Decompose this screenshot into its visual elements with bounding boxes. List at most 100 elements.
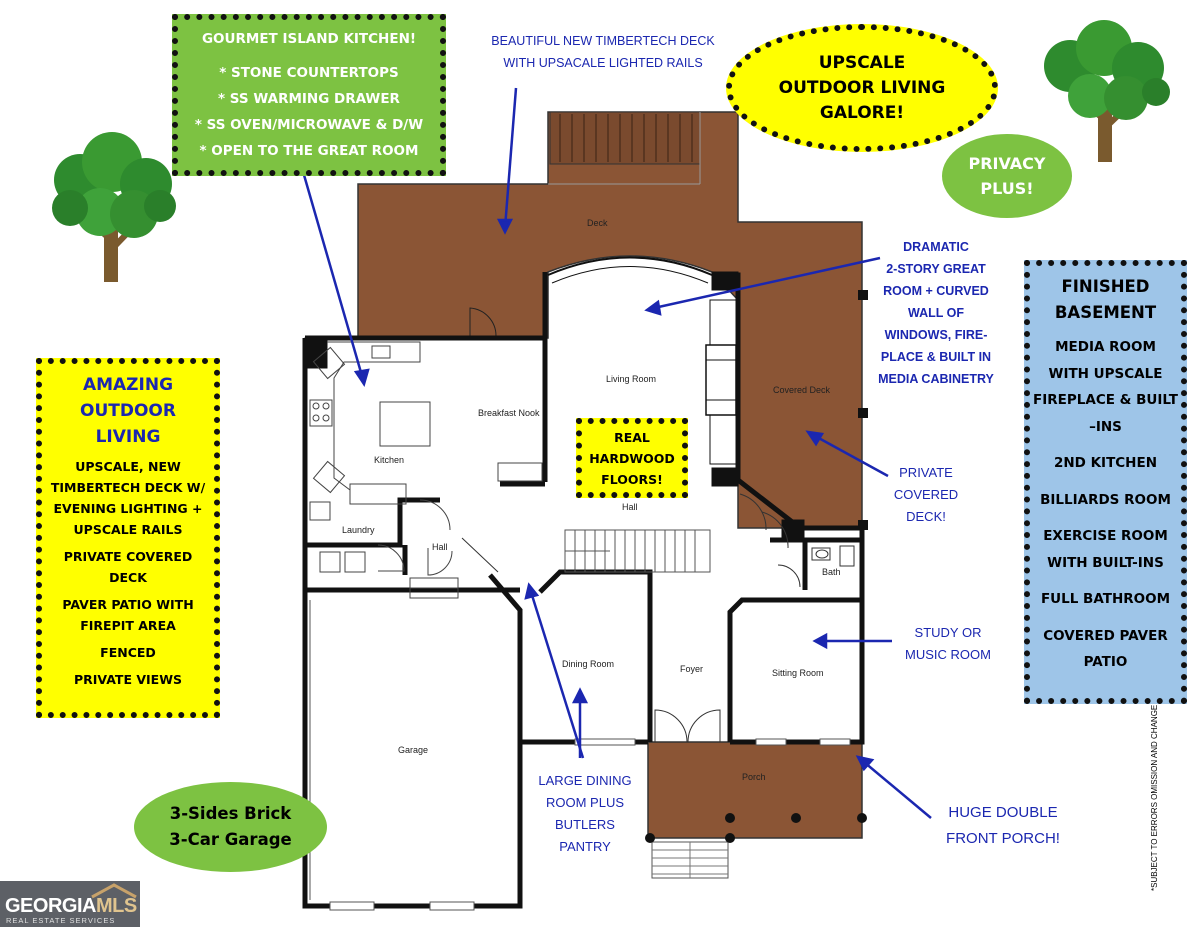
room-label-garage: Garage [398,745,429,755]
deck-note: BEAUTIFUL NEW TIMBERTECH DECK WITH UPSAC… [478,30,728,74]
logo-name-georgia: GEORGIA [5,895,96,917]
great-room-note-line: PLACE & BUILT IN [880,350,992,364]
room-label-porch: Porch [742,772,766,782]
callout-arrows [300,87,932,819]
room-label-kitchen: Kitchen [374,455,405,465]
garage-line: 3-Sides Brick [169,804,292,823]
basement-item: MEDIA ROOM WITH UPSCALE FIREPLACE & BUIL… [1033,334,1178,440]
room-label-living-room: Living Room [606,374,657,384]
outdoor-item: PAVER PATIO WITH FIREPIT AREA [51,594,205,636]
basement-title-line: BASEMENT [1054,303,1157,322]
garage-line: 3-Car Garage [169,830,292,849]
covered-deck-note-line: COVERED [893,487,959,502]
outdoor-item-line: UPSCALE, NEW [75,459,181,474]
room-label-sitting-room: Sitting Room [772,668,824,678]
basement-item-line: 2ND KITCHEN [1053,455,1158,471]
georgia-mls-logo: GEORGIAMLS REAL ESTATE SERVICES [0,881,140,927]
upscale-line: OUTDOOR LIVING [778,77,946,98]
basement-item-line: EXERCISE ROOM [1043,528,1168,544]
tree-icon-left [52,132,176,282]
kitchen-callout-title: GOURMET ISLAND KITCHEN! [201,31,417,47]
basement-item: BILLIARDS ROOM [1033,487,1178,514]
privacy-line: PLUS! [980,179,1034,198]
kitchen-callout-item: * STONE COUNTERTOPS [219,65,399,81]
covered-deck-note-line: PRIVATE [899,465,953,480]
basement-title: FINISHED BASEMENT [1055,274,1156,326]
basement-item: EXERCISE ROOM WITH BUILT-INS [1033,523,1178,576]
kitchen-fixtures [309,341,543,599]
kitchen-callout-item: * OPEN TO THE GREAT ROOM [199,143,419,159]
great-room-note-line: WALL OF [907,306,964,320]
outdoor-item-line: TIMBERTECH DECK W/ [50,480,206,495]
basement-item-line: WITH BUILT-INS [1047,554,1164,571]
deck-area [357,111,868,530]
outdoor-item-line: FIREPIT AREA [80,618,176,633]
upscale-line: UPSCALE [818,52,906,73]
outdoor-item: PRIVATE VIEWS [51,669,205,690]
upscale-line: GALORE! [819,102,905,123]
study-note-line: MUSIC ROOM [905,647,991,662]
great-room-note-line: ROOM + CURVED [883,284,989,298]
basement-item-line: FIREPLACE & BUILT [1033,392,1178,408]
hardwood-line: FLOORS! [601,471,663,487]
porch-note-line: HUGE DOUBLE [948,804,1058,821]
privacy-line: PRIVACY [968,154,1046,173]
study-note: STUDY OR MUSIC ROOM [896,622,1000,666]
outdoor-item: PRIVATE COVERED DECK [51,546,205,588]
outdoor-living-callout: AMAZING OUTDOOR LIVING UPSCALE, NEW TIMB… [36,358,220,718]
upscale-outdoor-callout: UPSCALE OUTDOOR LIVING GALORE! [726,24,998,152]
dining-note-line: PANTRY [559,839,611,854]
doors [461,493,855,743]
outdoor-item-line: PRIVATE VIEWS [73,672,183,687]
outdoor-item: FENCED [51,642,205,663]
logo-tagline: REAL ESTATE SERVICES [6,916,116,925]
room-label-breakfast-nook: Breakfast Nook [478,408,540,418]
kitchen-callout-item: * SS OVEN/MICROWAVE & D/W [194,117,424,133]
dining-note-line: LARGE DINING [538,773,632,788]
room-label-laundry: Laundry [342,525,375,535]
covered-deck-note: PRIVATE COVERED DECK! [884,462,968,528]
dining-note: LARGE DINING ROOM PLUS BUTLERS PANTRY [532,770,638,858]
room-label-deck: Deck [587,218,608,228]
outdoor-living-title: AMAZING OUTDOOR LIVING [80,372,176,450]
hardwood-line: HARDWOOD [589,450,675,466]
dining-note-line: ROOM PLUS [545,795,624,810]
basement-item-line: COVERED PAVER [1043,627,1168,644]
basement-item: COVERED PAVER PATIO [1033,623,1178,676]
wall-details [304,256,805,543]
room-label-hall-main: Hall [622,502,638,512]
room-label-hall-small: Hall [432,542,448,552]
great-room-note-line: DRAMATIC [903,240,969,254]
room-label-bath: Bath [822,567,841,577]
outdoor-title-line: LIVING [95,427,161,447]
covered-deck-note-line: DECK! [906,509,946,524]
great-room-note-line: WINDOWS, FIRE- [884,328,988,342]
deck-note-line: BEAUTIFUL NEW TIMBERTECH DECK [491,34,715,48]
dining-note-line: BUTLERS [555,817,615,832]
privacy-callout: PRIVACY PLUS! [942,134,1072,218]
basement-item-line: MEDIA ROOM [1055,339,1156,355]
garage-callout: 3-Sides Brick 3-Car Garage [134,782,327,872]
great-room-note: DRAMATIC 2-STORY GREAT ROOM + CURVED WAL… [872,236,1000,390]
porch-note: HUGE DOUBLE FRONT PORCH! [936,800,1070,852]
house-roof-icon [91,883,137,899]
kitchen-callout-item: * SS WARMING DRAWER [218,91,400,107]
outdoor-item-line: EVENING LIGHTING + [53,501,203,516]
basement-item-line: FULL BATHROOM [1040,591,1171,607]
basement-item-line: BILLIARDS ROOM [1040,491,1171,508]
tree-icon-right [1044,20,1170,162]
stairs [564,529,711,573]
outdoor-item: UPSCALE, NEW TIMBERTECH DECK W/ EVENING … [51,456,205,540]
logo-name-mls: MLS [95,895,137,917]
outdoor-item-line: FENCED [100,645,156,660]
hardwood-line: REAL [614,429,650,445]
basement-item-line: PATIO [1083,654,1128,670]
basement-title-line: FINISHED [1061,277,1150,296]
basement-callout: FINISHED BASEMENT MEDIA ROOM WITH UPSCAL… [1024,260,1187,704]
outdoor-item-line: PAVER PATIO WITH [62,597,194,612]
disclaimer-text: *SUBJECT TO ERRORS OMISSION AND CHANGE [1150,704,1159,891]
great-room-note-line: MEDIA CABINETRY [878,372,994,386]
outdoor-item-line: PRIVATE COVERED [63,549,193,564]
kitchen-callout: GOURMET ISLAND KITCHEN! * STONE COUNTERT… [172,14,446,176]
